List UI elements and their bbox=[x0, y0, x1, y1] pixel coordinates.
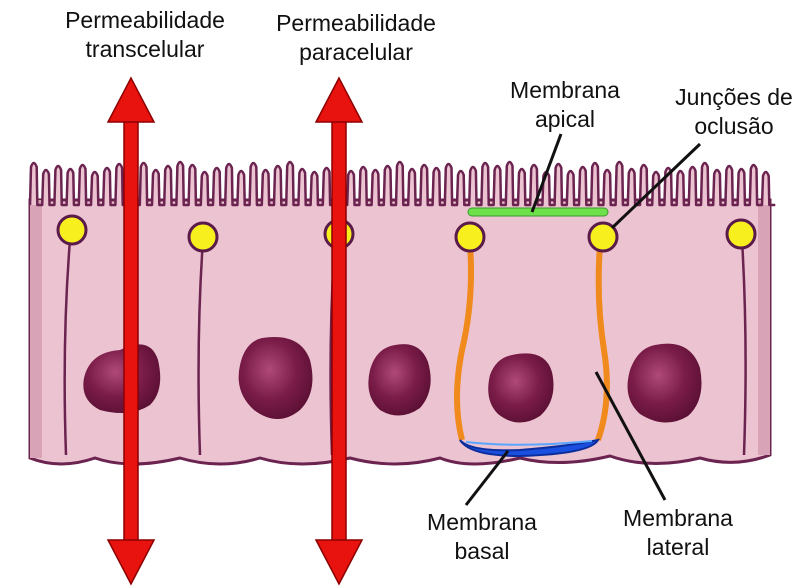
epithelium-body bbox=[30, 200, 770, 464]
nucleus bbox=[628, 344, 702, 423]
cell-layer bbox=[30, 200, 770, 464]
label-paracellular: Permeabilidade paracelular bbox=[266, 9, 446, 67]
label-transcellular: Permeabilidade transcelular bbox=[55, 6, 235, 64]
tight-junction bbox=[727, 220, 755, 248]
tight-junction bbox=[58, 216, 86, 244]
label-basal-membrane: Membrana basal bbox=[412, 508, 552, 566]
label-apical-membrane: Membrana apical bbox=[495, 76, 635, 134]
apical-membrane bbox=[468, 208, 608, 216]
label-lateral-membrane: Membrana lateral bbox=[608, 504, 748, 562]
tight-junction bbox=[456, 223, 484, 251]
tight-junction bbox=[189, 223, 217, 251]
nucleus bbox=[368, 344, 430, 415]
nucleus bbox=[488, 353, 553, 422]
label-tight-junctions: Junções de oclusão bbox=[665, 83, 803, 141]
